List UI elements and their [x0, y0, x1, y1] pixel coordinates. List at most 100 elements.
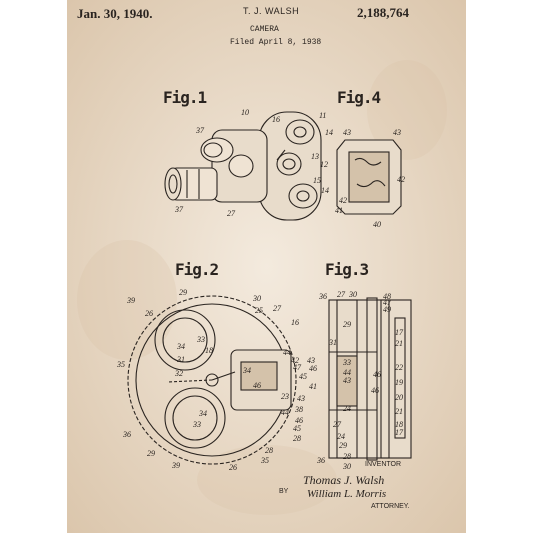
fig3-callout: 48: [383, 292, 391, 301]
fig4-callout: 43: [343, 128, 351, 137]
fig2-callout: 44: [281, 408, 289, 417]
inventor-name: T. J. WALSH: [243, 6, 300, 16]
fig3-callout: 29: [343, 320, 351, 329]
fig2-callout: 46: [309, 364, 317, 373]
figure-1-label: Fig.1: [163, 88, 207, 107]
fig4-callout: 40: [373, 220, 381, 229]
fig2-callout: 28: [265, 446, 273, 455]
fig2-callout: 23: [281, 392, 289, 401]
fig2-callout: 30: [253, 294, 261, 303]
fig2-callout: 33: [193, 420, 201, 429]
attorney-label: ATTORNEY.: [371, 503, 410, 510]
fig2-callout: 28: [293, 434, 301, 443]
patent-number: 2,188,764: [357, 5, 409, 20]
fig2-callout: 38: [295, 405, 303, 414]
fig1-callout: 37: [196, 126, 204, 135]
fig2-callout: 41: [309, 382, 317, 391]
fig3-callout: 30: [349, 290, 357, 299]
fig4-callout: 43: [393, 128, 401, 137]
fig2-callout: 47: [293, 363, 301, 372]
fig2-callout: 36: [123, 430, 131, 439]
fig2-callout: 46: [295, 416, 303, 425]
fig2-callout: 26: [229, 463, 237, 472]
fig2-callout: 33: [197, 335, 205, 344]
figure-1-drawing: [164, 111, 322, 221]
fig3-callout: 46: [373, 370, 381, 379]
fig3-callout: 47: [383, 298, 391, 307]
fig1-callout: 37: [175, 205, 183, 214]
figure-3-label: Fig.3: [325, 260, 369, 279]
fig1-callout: 12: [320, 160, 328, 169]
fig2-callout: 46: [253, 381, 261, 390]
fig3-callout: 17: [395, 328, 403, 337]
fig3-callout: 27: [333, 420, 341, 429]
fig2-callout: 34: [177, 342, 185, 351]
fig3-callout: 21: [395, 339, 403, 348]
fig3-callout: 27: [337, 290, 345, 299]
figure-4-label: Fig.4: [337, 88, 381, 107]
patent-sheet: Jan. 30, 1940. T. J. WALSH 2,188,764 CAM…: [67, 0, 466, 533]
fig2-callout: 42: [291, 356, 299, 365]
fig2-callout: 27: [273, 304, 281, 313]
figure-2-drawing: [127, 295, 297, 465]
fig3-callout: 18: [395, 420, 403, 429]
fig2-callout: 34: [243, 366, 251, 375]
fig3-callout: 24: [343, 404, 351, 413]
fig3-callout: 46: [371, 386, 379, 395]
fig3-callout: 44: [343, 368, 351, 377]
fig2-callout: 45: [299, 372, 307, 381]
fig1-callout: 15: [313, 176, 321, 185]
figure-3-drawing: [328, 297, 412, 461]
fig2-callout: 35: [261, 456, 269, 465]
fig3-callout: 30: [343, 462, 351, 471]
fig3-callout: 33: [343, 358, 351, 367]
fig2-callout: 39: [172, 461, 180, 470]
fig1-callout: 11: [319, 111, 327, 120]
patent-drawings: [127, 111, 412, 465]
fig3-callout: 22: [395, 363, 403, 372]
figure-2-label: Fig.2: [175, 260, 219, 279]
fig4-callout: 42: [339, 196, 347, 205]
fig1-callout: 10: [241, 108, 249, 117]
fig2-callout: 32: [175, 369, 183, 378]
patent-date: Jan. 30, 1940.: [77, 6, 153, 21]
fig1-callout: 13: [311, 152, 319, 161]
fig3-callout: 17: [395, 428, 403, 437]
fig1-callout: 27: [227, 209, 235, 218]
fig3-callout: 36: [319, 292, 327, 301]
fig3-callout: 21: [395, 407, 403, 416]
fig2-callout: 25: [255, 306, 263, 315]
fig2-callout: 29: [147, 449, 155, 458]
inventor-signature: Thomas J. Walsh: [303, 473, 385, 487]
fig2-callout: 26: [145, 309, 153, 318]
fig2-callout: 18: [205, 346, 213, 355]
fig3-callout: 19: [395, 378, 403, 387]
fig3-callout: 29: [339, 441, 347, 450]
filed-date: Filed April 8, 1938: [230, 38, 322, 47]
fig2-callout: 34: [199, 409, 207, 418]
fig3-callout: 24: [337, 432, 345, 441]
inventor-label: INVENTOR: [365, 461, 402, 468]
fig2-callout: 35: [117, 360, 125, 369]
attorney-signature: William L. Morris: [307, 488, 387, 500]
figure-4-drawing: [336, 139, 402, 215]
fig3-callout: 36: [317, 456, 325, 465]
fig4-callout: 42: [397, 175, 405, 184]
by-label: BY: [279, 488, 289, 495]
fig3-callout: 43: [343, 376, 351, 385]
fig1-callout: 14: [321, 186, 329, 195]
fig3-callout: 31: [329, 338, 337, 347]
fig2-callout: 31: [177, 355, 185, 364]
fig2-callout: 43: [307, 356, 315, 365]
fig3-callout: 28: [343, 452, 351, 461]
fig2-callout: 16: [291, 318, 299, 327]
fig4-callout: 41: [335, 206, 343, 215]
fig3-callout: 20: [395, 393, 403, 402]
fig2-callout: 45: [293, 424, 301, 433]
fig1-callout: 14: [325, 128, 333, 137]
fig1-callout: 16: [272, 115, 280, 124]
fig2-callout: 43: [297, 394, 305, 403]
fig2-callout: 39: [127, 296, 135, 305]
fig2-callout: 44: [283, 348, 291, 357]
patent-subject: CAMERA: [250, 25, 279, 34]
